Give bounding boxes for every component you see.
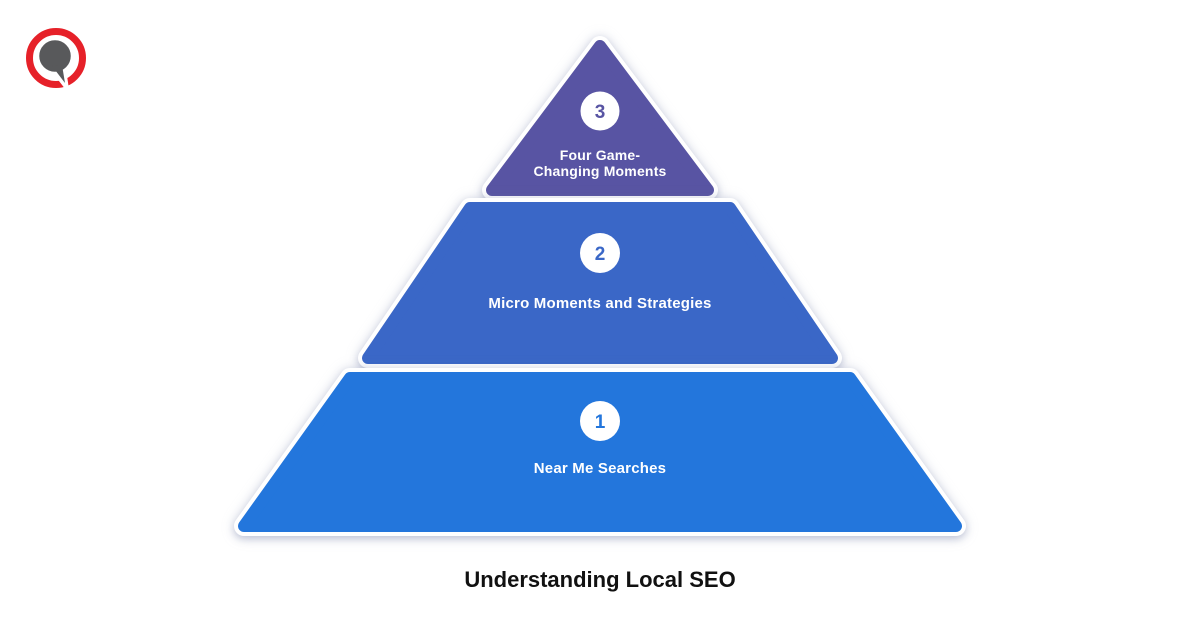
level-1-label: Near Me Searches [534, 460, 666, 477]
level-3-label-line1: Four Game- [560, 147, 641, 163]
pyramid-level-1-shape [238, 372, 962, 532]
logo-bubble-body [35, 36, 75, 76]
level-2-label: Micro Moments and Strategies [488, 295, 711, 312]
level-3-number-badge [580, 91, 620, 131]
page-title: Understanding Local SEO [464, 567, 735, 592]
logo-red-ring [26, 28, 86, 88]
pyramid-level-2: 2 Micro Moments and Strategies [358, 198, 842, 368]
pyramid-level-3: 3 Four Game- Changing Moments [482, 36, 718, 200]
level-3-number: 3 [595, 102, 606, 123]
level-1-number-badge [580, 401, 620, 441]
brand-logo [26, 28, 86, 89]
level-3-label-line2: Changing Moments [533, 163, 666, 179]
speech-bubble-logo-icon [26, 28, 86, 89]
pyramid-level-2-shape [362, 202, 838, 364]
logo-bubble-tail [52, 65, 65, 83]
pyramid-level-1: 1 Near Me Searches [234, 368, 966, 536]
level-1-number: 1 [595, 412, 606, 433]
level-2-number-badge [580, 233, 620, 273]
level-2-number: 2 [595, 244, 606, 265]
